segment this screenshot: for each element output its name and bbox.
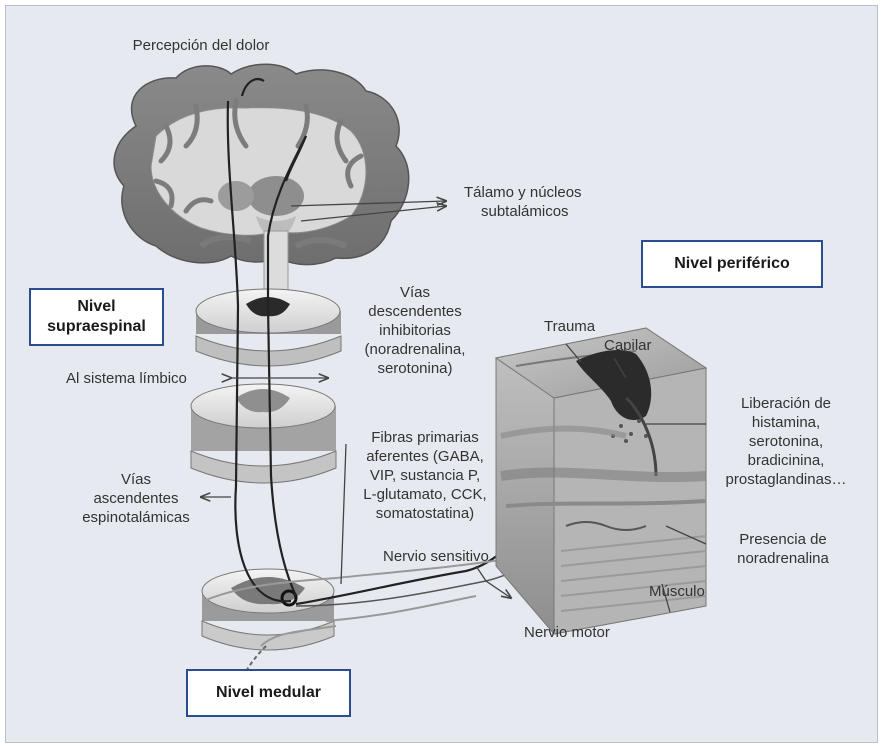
level-peripheral-box: Nivel periférico [641,240,823,288]
label-noradrenaline: Presencia de noradrenalina [718,530,848,568]
label-trauma: Trauma [544,317,595,336]
level-medullary-box: Nivel medular [186,669,351,717]
label-capillary: Capilar [604,336,652,355]
label-limbic-system: Al sistema límbico [66,369,187,388]
brain-section-illustration [114,64,409,291]
label-afferent-fibers: Fibras primarias aferentes (GABA, VIP, s… [340,428,510,523]
label-ascending-pathways: Vías ascendentes espinotalámicas [71,470,201,527]
label-thalamus: Tálamo y núcleos subtalámicos [464,183,582,221]
label-sensory-nerve: Nervio sensitivo [383,547,489,566]
label-motor-nerve: Nervio motor [524,623,610,642]
diagram-frame: Percepción del dolor Tálamo y núcleos su… [5,5,878,743]
label-descending-pathways: Vías descendentes inhibitorias (noradren… [340,283,490,378]
label-mediator-release: Liberación de histamina, serotonina, bra… [711,394,861,489]
level-supraspinal-box: Nivel supraespinal [29,288,164,346]
label-muscle: Músculo [649,582,705,601]
label-pain-perception: Percepción del dolor [76,36,326,55]
